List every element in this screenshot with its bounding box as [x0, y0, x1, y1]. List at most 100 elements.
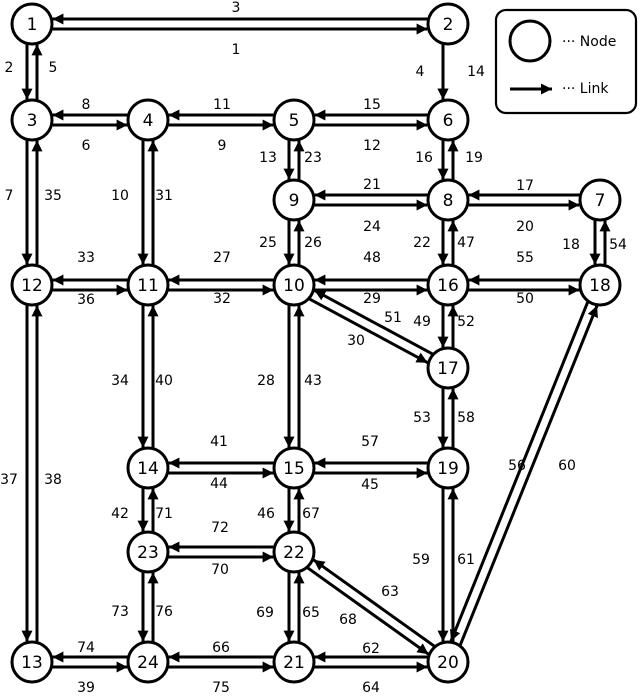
node-circle	[426, 446, 470, 490]
links-layer	[21, 13, 611, 673]
link-label: 23	[304, 150, 322, 166]
link-label: 15	[363, 97, 381, 113]
link-label: 10	[111, 188, 129, 204]
node-label: 17	[437, 359, 459, 379]
link-label: 20	[516, 219, 534, 235]
node-label: 6	[443, 111, 454, 131]
node-label: 5	[289, 111, 300, 131]
node-12: 12	[10, 263, 54, 307]
node-label: 21	[283, 653, 305, 673]
node-circle	[10, 2, 54, 46]
link-label: 13	[259, 150, 277, 166]
node-1: 1	[10, 2, 54, 46]
node-11: 11	[126, 263, 170, 307]
link-label: 45	[361, 477, 379, 493]
node-2: 2	[426, 2, 470, 46]
link-label: 58	[457, 410, 475, 426]
node-circle	[272, 446, 316, 490]
link-label: 17	[516, 178, 534, 194]
node-13: 13	[10, 640, 54, 684]
node-circle	[426, 2, 470, 46]
link-label: 26	[304, 235, 322, 251]
link-label: 27	[213, 250, 231, 266]
node-circle	[272, 98, 316, 142]
node-label: 18	[589, 276, 611, 296]
node-circle	[426, 346, 470, 390]
legend-link-label: ··· Link	[562, 81, 609, 97]
node-label: 8	[443, 191, 454, 211]
link-label: 4	[416, 64, 425, 80]
link-label: 70	[211, 562, 229, 578]
node-label: 15	[283, 459, 305, 479]
link-label: 67	[302, 506, 320, 522]
link-label: 30	[347, 333, 365, 349]
node-label: 16	[437, 276, 459, 296]
node-15: 15	[272, 446, 316, 490]
node-8: 8	[426, 178, 470, 222]
node-circle	[126, 530, 170, 574]
link-label: 54	[609, 237, 627, 253]
link-label: 74	[77, 640, 95, 656]
node-label: 4	[143, 111, 154, 131]
link-label: 64	[362, 680, 380, 696]
link-label: 8	[82, 97, 91, 113]
node-label: 23	[137, 543, 159, 563]
link-label: 3	[232, 0, 241, 16]
node-16: 16	[426, 263, 470, 307]
link-63-arrow	[312, 558, 436, 648]
legend: ··· Node ··· Link	[494, 8, 638, 115]
link-label: 24	[363, 219, 381, 235]
node-5: 5	[272, 98, 316, 142]
link-label: 76	[155, 604, 173, 620]
link-label: 25	[259, 235, 277, 251]
link-label: 36	[77, 292, 95, 308]
link-label: 43	[304, 373, 322, 389]
link-label: 65	[302, 605, 320, 621]
link-label: 56	[508, 458, 526, 474]
link-label: 68	[339, 612, 357, 628]
node-label: 10	[283, 276, 305, 296]
link-label: 41	[210, 434, 228, 450]
node-circle	[272, 263, 316, 307]
legend-node-icon	[508, 19, 552, 63]
node-21: 21	[272, 640, 316, 684]
node-20: 20	[426, 640, 470, 684]
link-label: 75	[212, 680, 230, 696]
link-label: 37	[0, 472, 18, 488]
link-label: 21	[363, 177, 381, 193]
link-labels-layer: 1234567891011121314151617181920212223242…	[0, 0, 627, 696]
link-label: 46	[257, 506, 275, 522]
link-label: 47	[457, 235, 475, 251]
node-19: 19	[426, 446, 470, 490]
node-circle	[578, 263, 622, 307]
link-label: 31	[155, 188, 173, 204]
link-label: 53	[413, 410, 431, 426]
node-22: 22	[272, 530, 316, 574]
link-56-arrow	[449, 300, 590, 642]
link-label: 2	[5, 60, 14, 76]
node-label: 12	[21, 276, 43, 296]
node-circle	[126, 446, 170, 490]
link-label: 9	[218, 138, 227, 154]
node-circle	[10, 263, 54, 307]
node-circle	[272, 178, 316, 222]
node-label: 7	[595, 191, 606, 211]
link-label: 18	[562, 237, 580, 253]
node-label: 14	[137, 459, 159, 479]
node-23: 23	[126, 530, 170, 574]
node-circle	[10, 98, 54, 142]
link-label: 11	[213, 97, 231, 113]
node-7: 7	[578, 178, 622, 222]
node-label: 13	[21, 653, 43, 673]
node-14: 14	[126, 446, 170, 490]
node-label: 3	[27, 111, 38, 131]
link-label: 40	[155, 373, 173, 389]
link-30-arrow	[307, 297, 429, 365]
node-circle	[126, 98, 170, 142]
link-68-arrow	[306, 566, 430, 656]
link-label: 32	[213, 291, 231, 307]
node-label: 9	[289, 191, 300, 211]
link-label: 63	[381, 584, 399, 600]
